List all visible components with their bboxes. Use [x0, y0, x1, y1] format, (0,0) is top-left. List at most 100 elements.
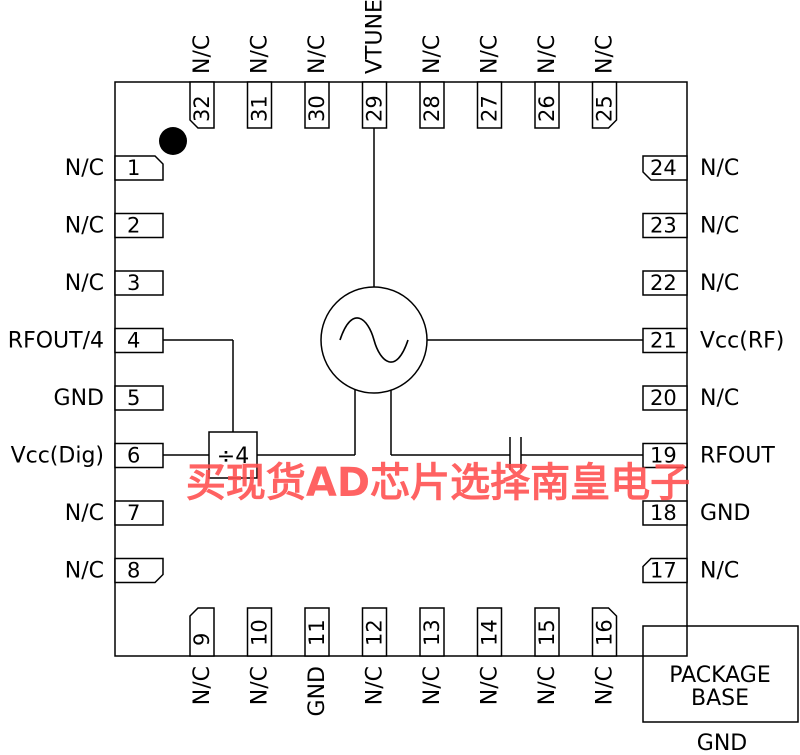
- pin-number: 14: [478, 619, 502, 646]
- pin-number: 23: [650, 214, 677, 238]
- pin-9: [189, 607, 215, 657]
- pins-left: 1N/C2N/C3N/C4RFOUT/45GND6Vcc(Dig)7N/C8N/…: [8, 155, 164, 584]
- pin-name: N/C: [700, 156, 739, 181]
- pin-name: RFOUT/4: [8, 329, 104, 354]
- pin-name: N/C: [420, 35, 445, 74]
- pin-name: N/C: [478, 666, 503, 705]
- pin-22: [642, 270, 688, 296]
- pin-name: N/C: [700, 386, 739, 411]
- pin-name: N/C: [363, 666, 388, 705]
- pin-18: [642, 500, 688, 526]
- pin-19: [642, 442, 688, 469]
- pin-number: 26: [535, 95, 559, 122]
- pin-number: 6: [127, 444, 140, 468]
- pin-number: 15: [535, 619, 559, 646]
- pin-23: [642, 212, 688, 239]
- pin-number: 19: [650, 444, 677, 468]
- pin-12: [361, 607, 388, 657]
- pin-name: N/C: [65, 214, 104, 239]
- pin-13: [419, 607, 445, 657]
- pin-number: 24: [650, 156, 677, 180]
- package-base-box: [642, 625, 799, 723]
- pin-number: 30: [305, 95, 329, 122]
- pin-number: 8: [127, 559, 140, 583]
- pin-31: [246, 81, 273, 129]
- divider-label: ÷4: [217, 444, 249, 469]
- pin-number: 3: [127, 271, 140, 295]
- pin-number: 13: [420, 619, 444, 646]
- pin-number: 21: [650, 329, 677, 353]
- pin-number: 10: [248, 619, 272, 646]
- pin-16: [591, 607, 618, 657]
- pin-1: [114, 155, 164, 181]
- pin-name: N/C: [248, 35, 273, 74]
- pin-name: N/C: [535, 666, 560, 705]
- pin-25: [591, 81, 618, 129]
- pin-6: [114, 442, 164, 469]
- pin-number: 1: [127, 156, 140, 180]
- pin-30: [304, 81, 330, 129]
- pin-name: N/C: [700, 214, 739, 239]
- pin-name: N/C: [65, 559, 104, 584]
- pin-11: [304, 607, 330, 657]
- pin-number: 25: [593, 95, 617, 122]
- pin-8: [114, 557, 164, 584]
- pin-name: N/C: [248, 666, 273, 705]
- pin-number: 5: [127, 386, 140, 410]
- pin1-marker-dot: [159, 127, 187, 155]
- watermark-text: 买现货AD芯片选择南皇电子: [186, 460, 690, 506]
- pin-number: 29: [363, 95, 387, 122]
- pins-top: 25 N/C 26 N/C 27 N/C 28 N/C 29 VTUNE 30 N/C 31 N/C 32 N…: [189, 0, 618, 129]
- package-base-line2: BASE: [691, 686, 749, 711]
- pin-32: [189, 81, 215, 129]
- pin-number: 31: [248, 95, 272, 122]
- pin-number: 22: [650, 271, 677, 295]
- package-base-gnd-label: GND: [697, 731, 747, 755]
- pin-name: RFOUT: [700, 444, 775, 469]
- pin-name: N/C: [700, 271, 739, 296]
- pin-name: N/C: [65, 501, 104, 526]
- pin-number: 11: [305, 619, 329, 646]
- pin-4: [114, 327, 164, 354]
- pin-name: N/C: [593, 35, 618, 74]
- pin-number: 17: [650, 559, 677, 583]
- pin-name: N/C: [700, 559, 739, 584]
- pin-name: N/C: [305, 35, 330, 74]
- pin-name: N/C: [190, 35, 215, 74]
- pin-number: 9: [190, 633, 214, 646]
- divider-block: [208, 431, 258, 479]
- pin-name: GND: [305, 666, 330, 716]
- pin-27: [476, 81, 503, 129]
- pin-15: [534, 607, 560, 657]
- pin-name: N/C: [593, 666, 618, 705]
- pin-name: Vcc(RF): [700, 329, 784, 354]
- pin-3: [114, 270, 164, 296]
- internal-wiring: [163, 128, 643, 470]
- pin-name: N/C: [535, 35, 560, 74]
- pin-name: N/C: [478, 35, 503, 74]
- pin-name: N/C: [420, 666, 445, 705]
- pin-20: [642, 385, 688, 411]
- pin-26: [534, 81, 560, 129]
- pin-number: 2: [127, 214, 140, 238]
- pin-name: N/C: [65, 156, 104, 181]
- pin-17: [642, 557, 688, 584]
- pin-28: [419, 81, 445, 129]
- pin-number: 27: [478, 95, 502, 122]
- pin-number: 7: [127, 501, 140, 525]
- pin-number: 28: [420, 95, 444, 122]
- package-base-line1: PACKAGE: [669, 663, 771, 688]
- pin-24: [642, 155, 688, 181]
- pin-name: GND: [54, 386, 104, 411]
- pin-21: [642, 327, 688, 354]
- pin-name: N/C: [65, 271, 104, 296]
- pin-29: [361, 81, 388, 129]
- pin-number: 12: [363, 619, 387, 646]
- pin-name: Vcc(Dig): [11, 444, 104, 469]
- pin-name: VTUNE: [363, 0, 388, 74]
- pin-10: [246, 607, 273, 657]
- pin-name: N/C: [190, 666, 215, 705]
- pin-number: 16: [593, 619, 617, 646]
- pin-number: 32: [190, 95, 214, 122]
